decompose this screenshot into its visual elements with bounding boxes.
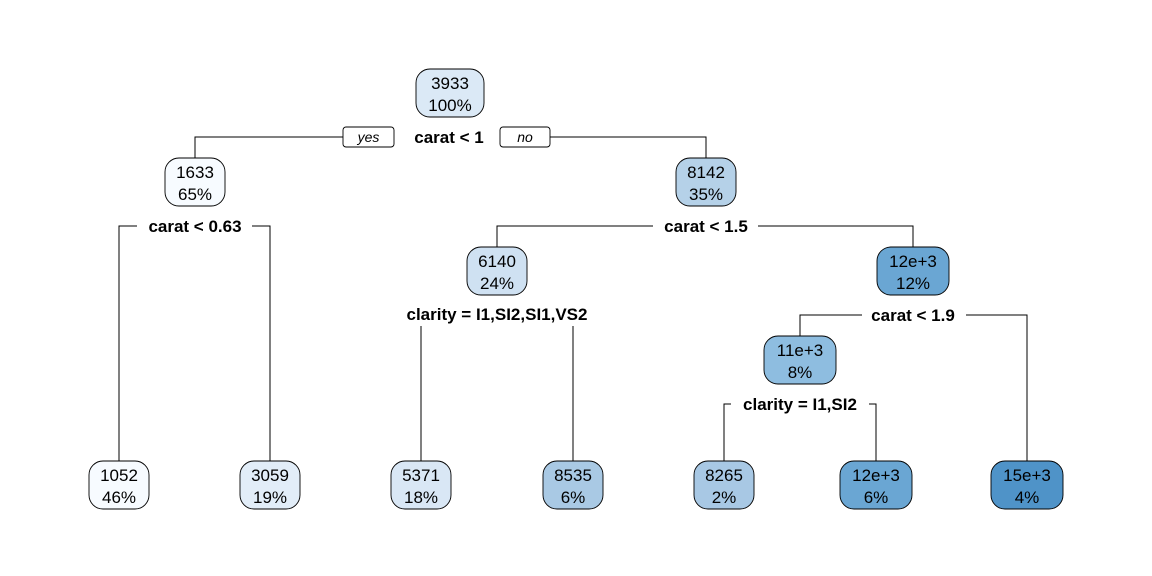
node-value: 3059 xyxy=(251,466,289,485)
tree-nodes: 3933 100% 1633 65% 8142 35% 6140 24% 12e… xyxy=(88,68,1064,510)
node-percent: 18% xyxy=(404,488,438,507)
split-label-n7: carat < 1.9 xyxy=(871,306,955,325)
node-n3: 8142 35% xyxy=(675,157,737,207)
svg-text:yes: yes xyxy=(357,129,380,145)
node-value: 6140 xyxy=(478,252,516,271)
node-value: 3933 xyxy=(431,74,469,93)
edge-n2-to-n4 xyxy=(118,225,137,461)
edge-n14-to-n29 xyxy=(869,403,877,461)
split-label-n2: carat < 0.63 xyxy=(148,217,241,236)
node-n5: 3059 19% xyxy=(239,460,301,510)
yes-branch-label: yes xyxy=(342,126,395,148)
node-n7: 12e+3 12% xyxy=(876,246,950,296)
edge-root-to-n2 xyxy=(194,136,343,158)
split-label-n3: carat < 1.5 xyxy=(664,217,748,236)
node-percent: 12% xyxy=(896,274,930,293)
node-percent: 6% xyxy=(561,488,586,507)
split-labels: carat < 1 carat < 0.63 carat < 1.5 clari… xyxy=(148,128,954,414)
edge-n7-to-n15 xyxy=(966,314,1028,461)
tree-edges xyxy=(118,136,1028,461)
node-n12: 5371 18% xyxy=(390,460,452,510)
node-percent: 35% xyxy=(689,185,723,204)
node-value: 8265 xyxy=(705,466,743,485)
split-label-root: carat < 1 xyxy=(414,128,483,147)
node-value: 15e+3 xyxy=(1003,466,1051,485)
edge-n2-to-n5 xyxy=(252,225,271,461)
node-value: 11e+3 xyxy=(777,341,823,360)
branch-labels: yes no xyxy=(342,126,551,148)
edge-n14-to-n28 xyxy=(723,403,731,461)
edge-n3-to-n7 xyxy=(758,225,914,247)
node-percent: 8% xyxy=(788,363,813,382)
node-value: 8535 xyxy=(554,466,592,485)
node-n13: 8535 6% xyxy=(542,460,604,510)
node-n6: 6140 24% xyxy=(466,246,528,296)
node-percent: 4% xyxy=(1015,488,1040,507)
node-percent: 19% xyxy=(253,488,287,507)
node-percent: 46% xyxy=(102,488,136,507)
svg-text:no: no xyxy=(517,129,533,145)
node-value: 12e+3 xyxy=(889,252,937,271)
edge-n3-to-n6 xyxy=(496,225,653,247)
node-percent: 6% xyxy=(864,488,889,507)
node-n2: 1633 65% xyxy=(164,157,226,207)
node-n4: 1052 46% xyxy=(88,460,150,510)
node-value: 5371 xyxy=(402,466,440,485)
edge-n7-to-n14 xyxy=(799,314,862,336)
node-value: 12e+3 xyxy=(852,466,900,485)
no-branch-label: no xyxy=(499,126,551,148)
node-value: 1633 xyxy=(176,163,214,182)
node-percent: 2% xyxy=(712,488,737,507)
node-percent: 65% xyxy=(178,185,212,204)
node-n28: 8265 2% xyxy=(693,460,755,510)
edge-root-to-n3 xyxy=(550,136,707,158)
split-label-n14: clarity = I1,SI2 xyxy=(743,395,857,414)
node-value: 1052 xyxy=(100,466,138,485)
node-percent: 24% xyxy=(480,274,514,293)
node-n29: 12e+3 6% xyxy=(839,460,913,510)
split-label-n6: clarity = I1,SI2,SI1,VS2 xyxy=(407,305,588,324)
node-n15: 15e+3 4% xyxy=(990,460,1064,510)
node-n14: 11e+3 8% xyxy=(763,335,837,385)
node-root: 3933 100% xyxy=(415,68,485,118)
node-value: 8142 xyxy=(687,163,725,182)
node-percent: 100% xyxy=(428,96,471,115)
